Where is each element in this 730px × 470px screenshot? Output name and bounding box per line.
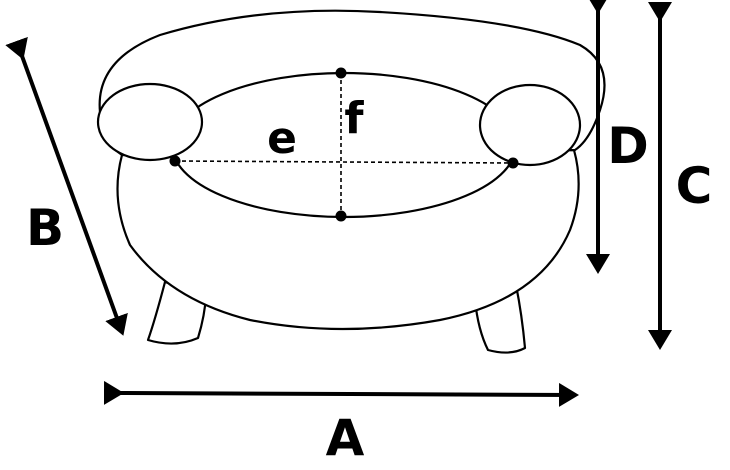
label-f: f [344, 93, 364, 144]
dimension-arrow-a [103, 380, 579, 407]
label-b: B [26, 199, 64, 257]
right-armrest [478, 83, 582, 167]
left-armrest [96, 82, 204, 162]
dot [335, 67, 347, 79]
dot [507, 157, 519, 169]
dot [335, 210, 347, 222]
seat-width-line [174, 160, 514, 164]
label-e: e [267, 113, 297, 164]
label-d: D [607, 117, 649, 175]
label-a: A [326, 409, 365, 467]
label-c: C [676, 157, 713, 215]
dimension-arrow-b [5, 36, 128, 336]
dot [169, 155, 181, 167]
